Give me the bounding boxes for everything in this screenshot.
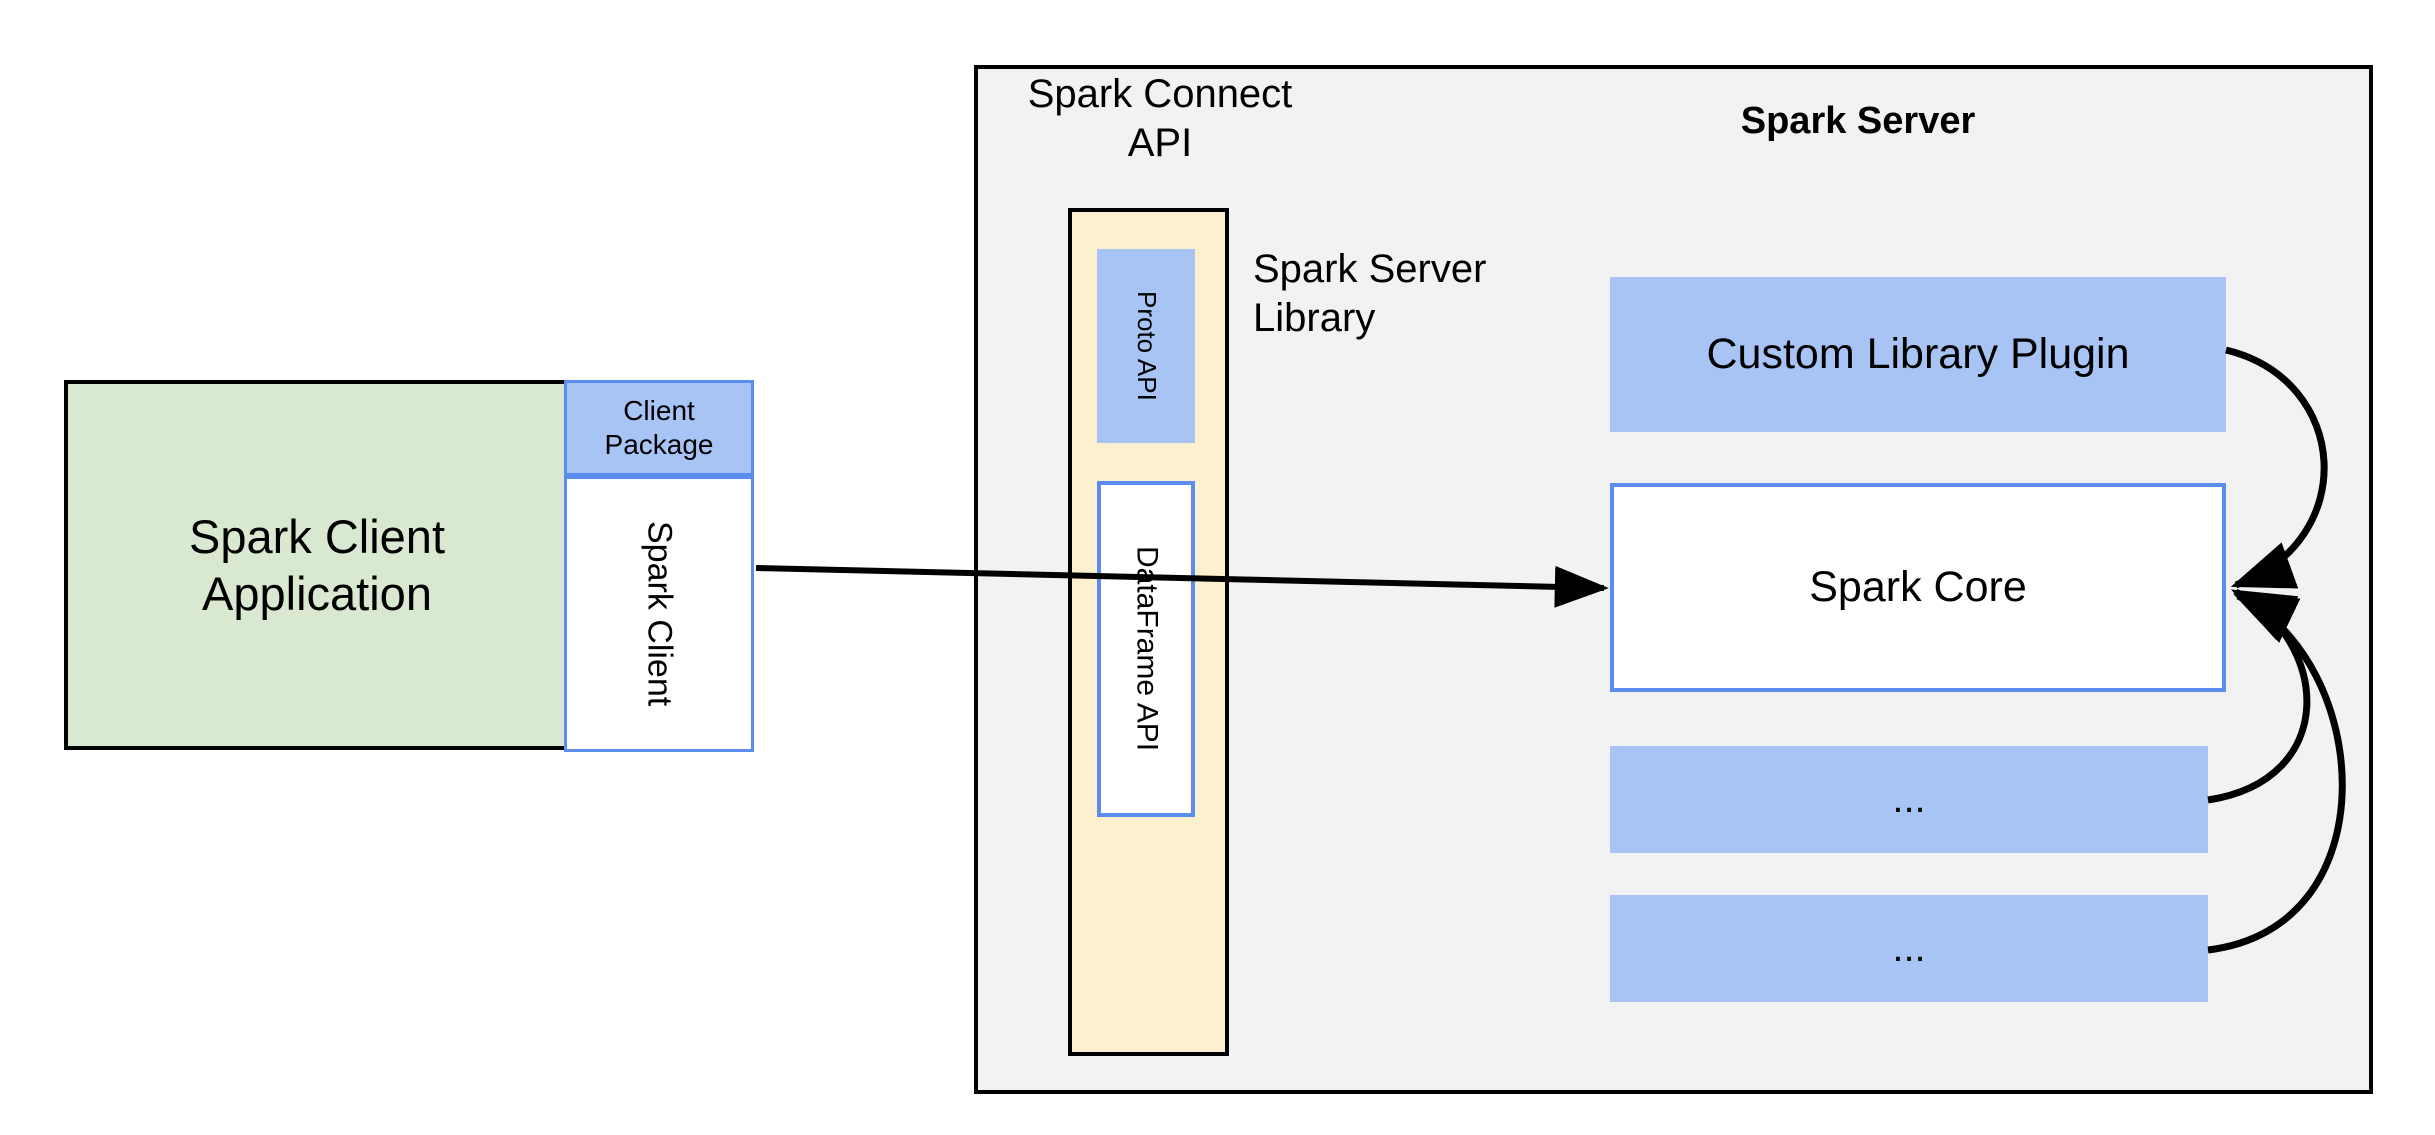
custom-library-plugin-label: Custom Library Plugin: [1706, 330, 2130, 379]
ellipsis-box-two[interactable]: ...: [1610, 895, 2208, 1002]
proto-api-label: Proto API: [1131, 291, 1162, 401]
spark-client-label: Spark Client: [640, 521, 679, 707]
ellipsis-box-one[interactable]: ...: [1610, 746, 2208, 853]
spark-client-box[interactable]: Spark Client: [564, 476, 754, 752]
client-package-label: Client Package: [604, 394, 714, 460]
spark-connect-api-label: Spark Connect API: [1027, 72, 1293, 165]
spark-client-application-box[interactable]: Spark Client Application: [64, 380, 570, 750]
spark-server-library-label: Spark Server Library: [1253, 247, 1487, 340]
proto-api-box[interactable]: Proto API: [1097, 249, 1195, 443]
dataframe-api-label: DataFrame API: [1130, 546, 1164, 752]
custom-library-plugin-box[interactable]: Custom Library Plugin: [1610, 277, 2226, 432]
spark-client-application-label: Spark Client Application: [189, 509, 445, 620]
ellipsis-one-label: ...: [1892, 777, 1926, 822]
dataframe-api-box[interactable]: DataFrame API: [1097, 481, 1195, 817]
client-package-box[interactable]: Client Package: [564, 380, 754, 476]
spark-core-label: Spark Core: [1809, 563, 2027, 612]
ellipsis-two-label: ...: [1892, 926, 1926, 971]
spark-server-title: Spark Server: [1740, 100, 1976, 142]
spark-core-box[interactable]: Spark Core: [1610, 483, 2226, 692]
